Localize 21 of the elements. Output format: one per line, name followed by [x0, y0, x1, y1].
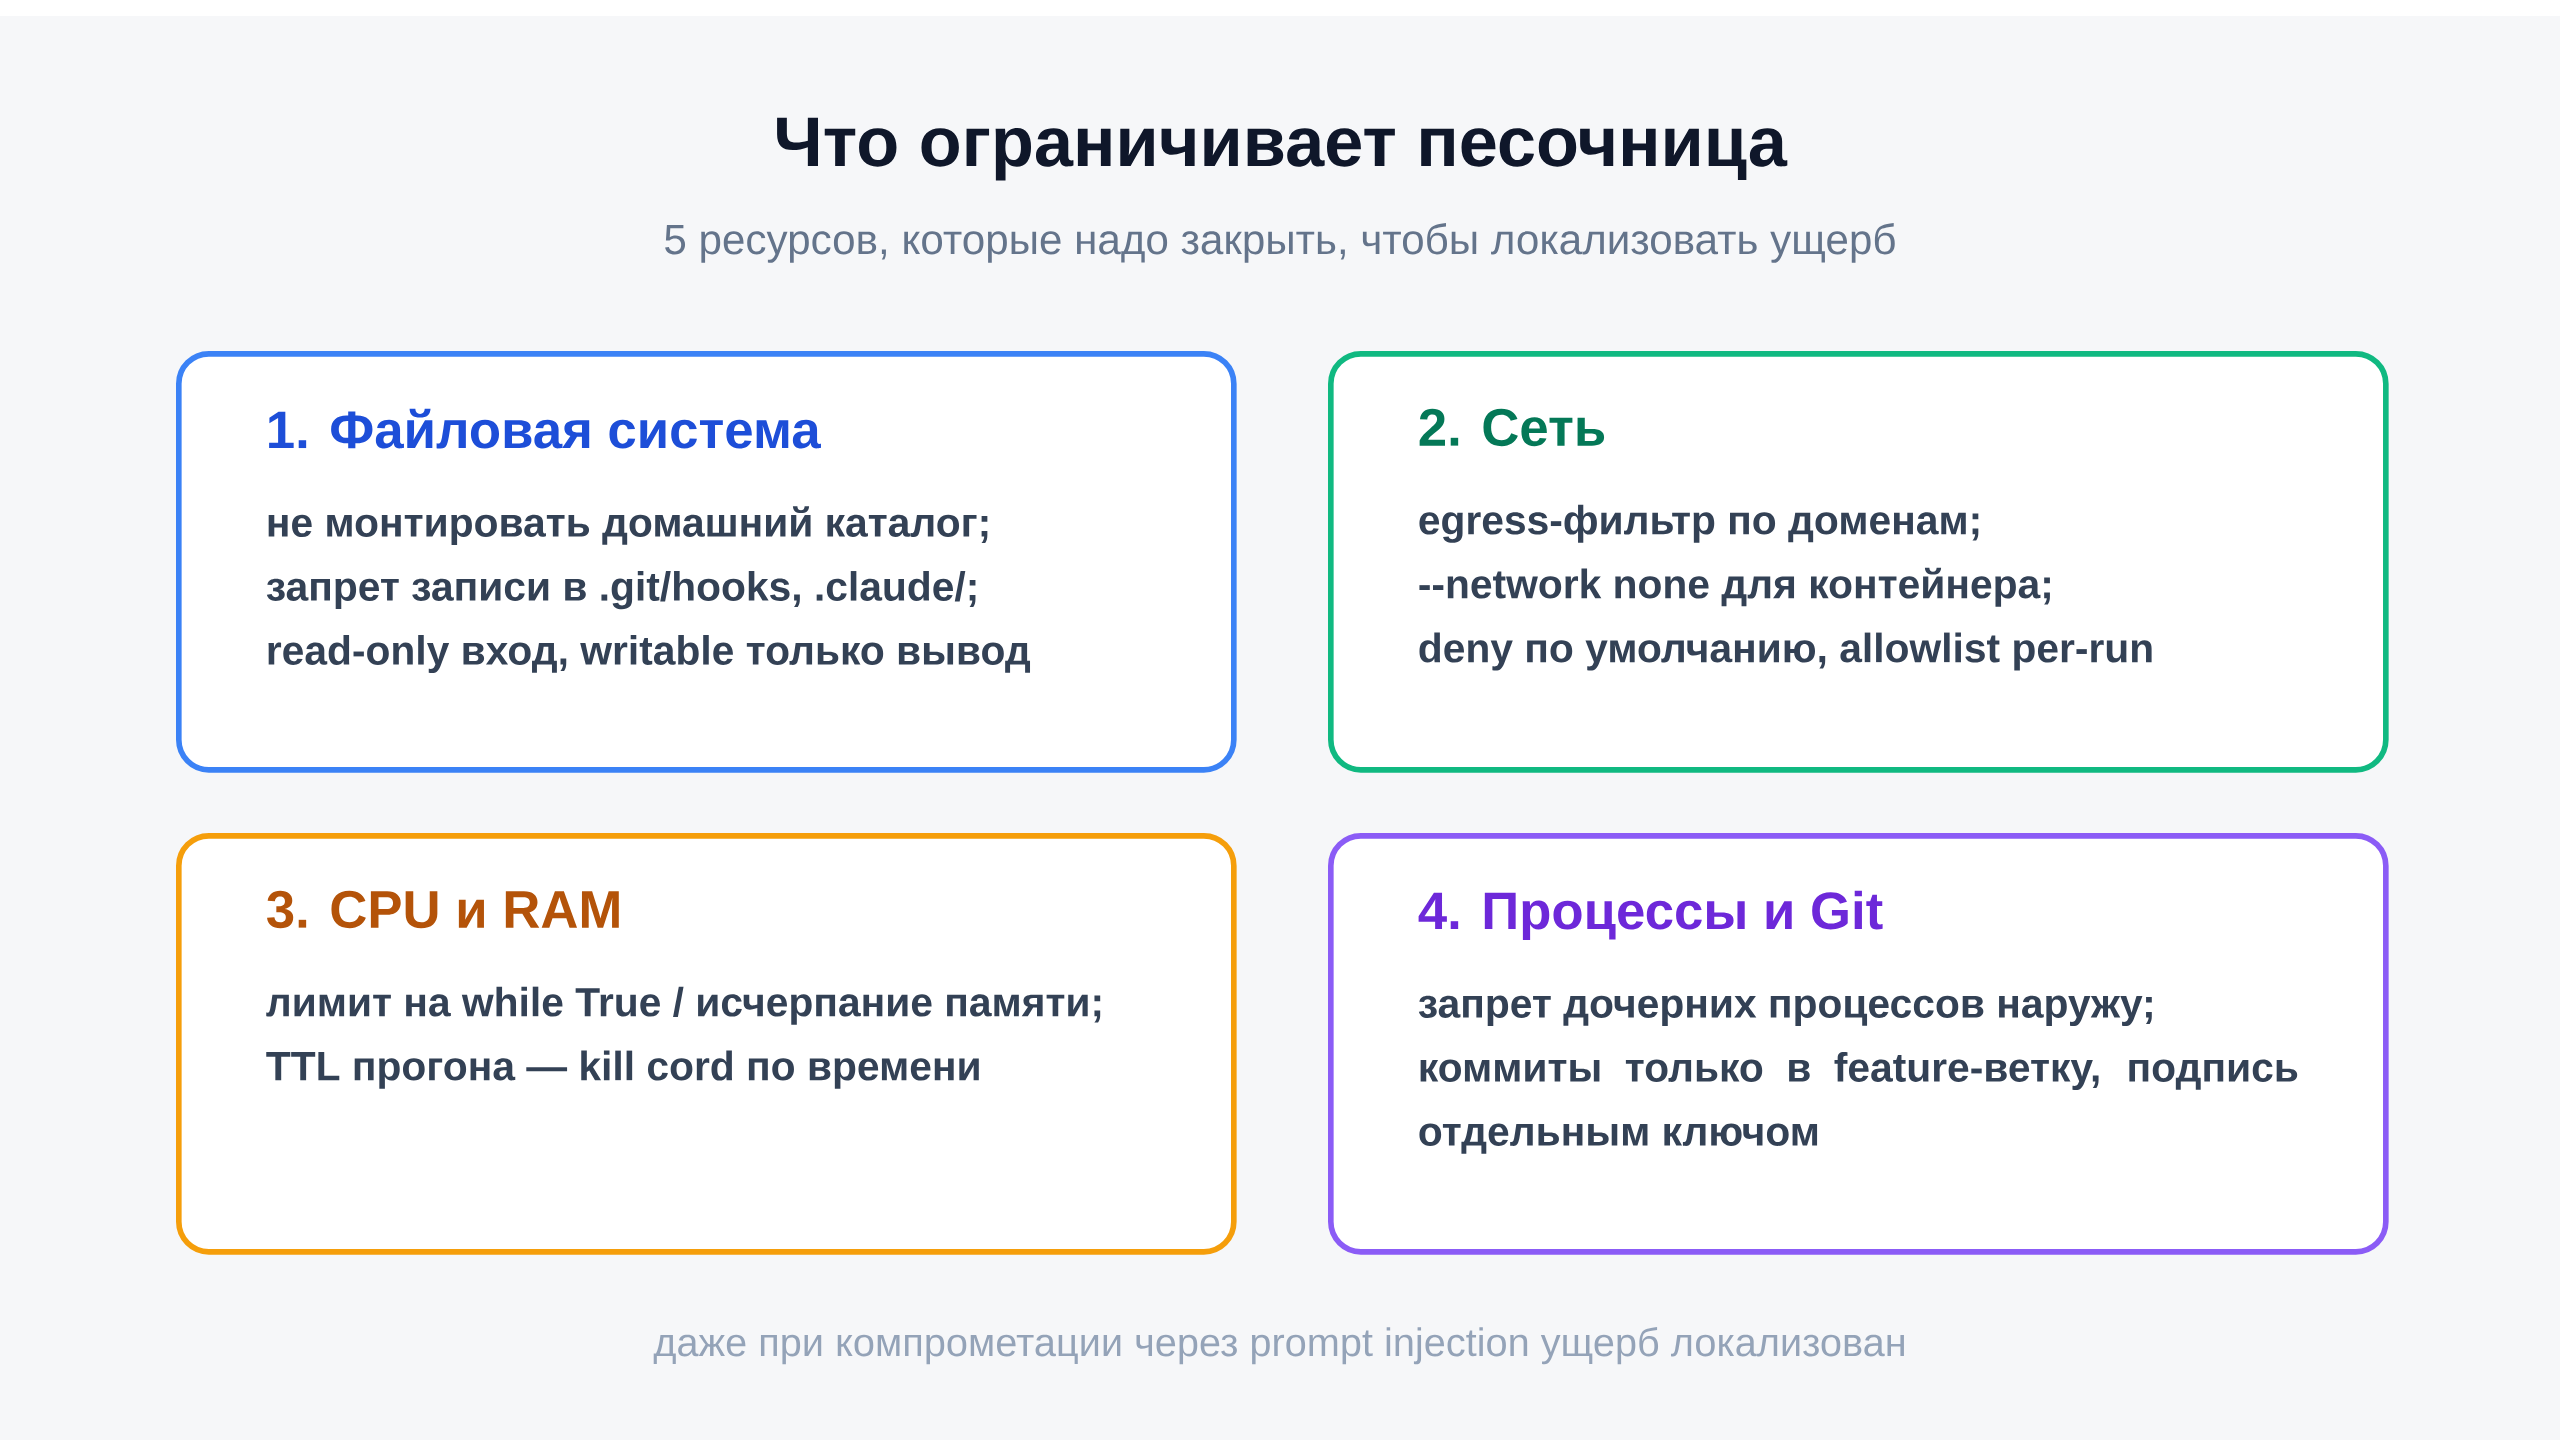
card-text: коммиты только в feature-ветку, подпись отдельным ключом	[1419, 1052, 2298, 1154]
card-text: deny по умолчанию, allowlist per-run	[1419, 632, 2152, 671]
card-heading: 1. Файловая система	[269, 408, 821, 449]
card	[1328, 351, 2389, 773]
card	[176, 833, 1237, 1255]
card-text: не монтировать домашний каталог;	[268, 506, 988, 546]
card-text: egress-фильтр по доменам;	[1419, 504, 1979, 543]
card-text: read-only вход, writable только вывод	[268, 635, 1030, 674]
card-text: запрет дочерних процессов наружу;	[1418, 995, 2152, 1027]
subtitle: 5 ресурсов, которые надо закрыть, чтобы локализовать ущерб	[665, 223, 1895, 263]
card-text: запрет записи в .git/hooks, .claude/;	[266, 571, 976, 610]
title: Что ограничивает песочница	[777, 117, 1788, 181]
footer-note: даже при компрометации через prompt injection ущерб локализован	[653, 1326, 1904, 1365]
card-text: TTL прогона — kill cord по времени	[266, 1050, 979, 1089]
card-heading: 4. Процессы и Git	[1418, 890, 1883, 940]
card-text: лимит на while True / исчерпание памяти;	[266, 986, 1101, 1025]
card	[176, 351, 1237, 773]
card	[1328, 833, 2389, 1255]
card-text: --network none для контейнера;	[1419, 567, 2050, 607]
card-heading: 2. Сеть	[1419, 408, 1605, 447]
card-heading: 3. CPU и RAM	[267, 890, 619, 929]
